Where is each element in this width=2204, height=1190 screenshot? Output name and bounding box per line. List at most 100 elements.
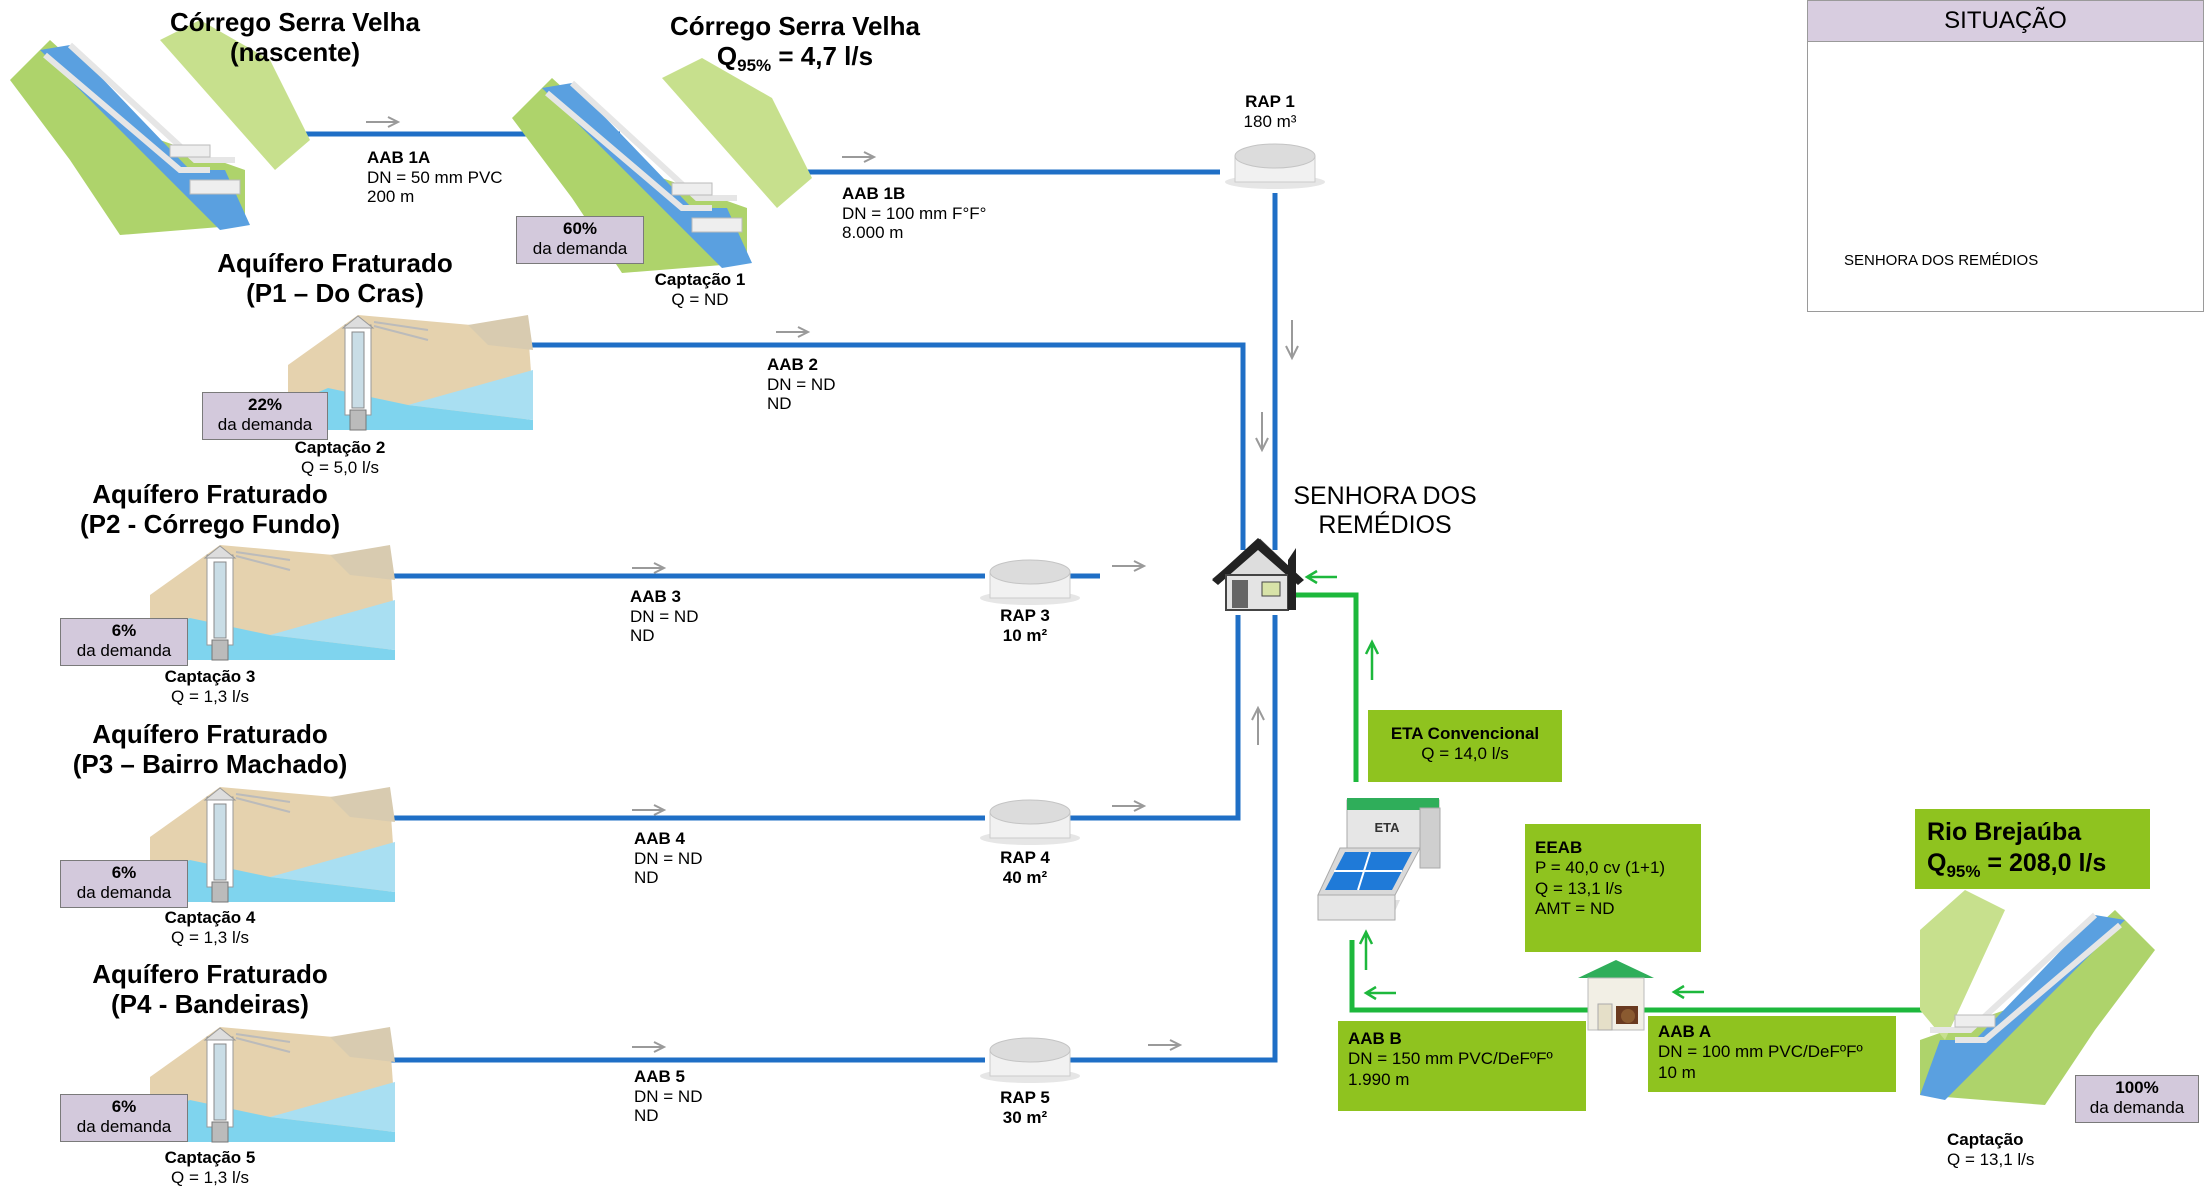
title-line: Aquífero Fraturado (92, 479, 328, 509)
demand-pct: 6% (111, 863, 137, 882)
aab-dn: DN = 100 mm F°F° (842, 203, 987, 223)
eeab-box: EEAB P = 40,0 cv (1+1) Q = 13,1 l/s AMT … (1525, 824, 1701, 952)
brejauba-box: Rio Brejaúba Q95% = 208,0 l/s (1915, 809, 2150, 889)
aab4-label: AAB 4 DN = ND ND (634, 829, 702, 888)
aab-name: AAB 3 (630, 587, 682, 606)
situacao-city-label: SENHORA DOS REMÉDIOS (1844, 252, 2039, 269)
title-line: Aquífero Fraturado (217, 248, 453, 278)
title-line: (P2 - Córrego Fundo) (80, 508, 340, 539)
captacao-4-label: Captação 4 Q = 1,3 l/s (150, 908, 270, 947)
p3-title: Aquífero Fraturado (P3 – Bairro Machado) (50, 719, 370, 780)
rap-name: RAP 3 (1000, 606, 1050, 625)
q-prefix: Q (1927, 849, 1947, 878)
situacao-title: SITUAÇÃO (1808, 1, 2203, 42)
demand-pct: 6% (111, 1097, 137, 1116)
pump-station-icon (1578, 960, 1654, 1031)
demand-label: da demanda (217, 414, 313, 434)
captacao-a-label: Captação Q = 13,1 l/s (1947, 1130, 2034, 1169)
aab-length: ND (767, 394, 792, 414)
captacao-flow: Q = 5,0 l/s (301, 457, 379, 477)
demand-pct: 22% (247, 395, 283, 414)
eta-title: ETA Convencional (1390, 724, 1540, 743)
green-flow-arrows (1305, 569, 1706, 1001)
demand-box-c3: 6% da demanda (60, 618, 188, 666)
captacao-flow: Q = 1,3 l/s (171, 1167, 249, 1187)
title-line: (P3 – Bairro Machado) (72, 748, 348, 779)
aab-name: AAB 1A (367, 148, 431, 167)
aaba-box: AAB A DN = 100 mm PVC/DeFºFº 10 m (1648, 1016, 1896, 1092)
q-prefix: Q (716, 40, 738, 71)
p1-title: Aquífero Fraturado (P1 – Do Cras) (180, 248, 490, 309)
title-line: (P4 - Bandeiras) (111, 988, 309, 1019)
q-sub: 95% (1946, 862, 1981, 882)
demand-pct: 6% (111, 621, 137, 640)
captacao-flow: Q = ND (671, 289, 729, 309)
rap-name: RAP 4 (1000, 848, 1050, 867)
title-line: Córrego Serra Velha (670, 11, 920, 41)
rap-volume: 10 m² (1002, 625, 1048, 645)
flow-q95: Q95% = 4,7 l/s (645, 40, 945, 76)
aab-length: ND (630, 626, 655, 646)
aab-dn: DN = 100 mm PVC/DeFºFº (1658, 1042, 1863, 1062)
flow-q95: Q95% = 208,0 l/s (1927, 848, 2138, 882)
stream-icon (1920, 890, 2155, 1105)
aab3-label: AAB 3 DN = ND ND (630, 587, 698, 646)
captacao-name: Captação (1947, 1130, 2024, 1149)
aab1b-label: AAB 1B DN = 100 mm F°F° 8.000 m (842, 184, 986, 243)
aab-dn: DN = ND (767, 374, 836, 394)
flow-arrows (365, 116, 1299, 1053)
rap1-label: RAP 1 180 m³ (1215, 92, 1325, 131)
aab-length: 1.990 m (1348, 1069, 1410, 1089)
situacao-panel: SITUAÇÃO SENHORA DOS REMÉDIOS (1807, 0, 2204, 312)
reservoir-icon (979, 799, 1081, 846)
aab-dn: DN = ND (634, 848, 703, 868)
city-line: REMÉDIOS (1318, 510, 1452, 539)
aab-dn: DN = ND (630, 606, 699, 626)
aab-length: 8.000 m (842, 223, 904, 243)
aab-length: 10 m (1658, 1062, 1696, 1082)
demand-box-c5: 6% da demanda (60, 1094, 188, 1142)
aab-length: 200 m (367, 187, 415, 207)
captacao-name: Captação 5 (164, 1148, 256, 1167)
eeab-amt: AMT = ND (1535, 899, 1615, 919)
rap4-out-pipe (1067, 615, 1241, 821)
captacao-1-label: Captação 1 Q = ND (640, 270, 760, 309)
demand-label: da demanda (2089, 1097, 2185, 1117)
rap-volume: 180 m³ (1243, 111, 1297, 131)
captacao-flow: Q = 13,1 l/s (1947, 1149, 2035, 1169)
demand-pct: 100% (2115, 1078, 2159, 1097)
aab2-label: AAB 2 DN = ND ND (767, 355, 835, 414)
eeab-flow: Q = 13,1 l/s (1535, 878, 1623, 898)
title-line: Rio Brejaúba (1927, 818, 2082, 846)
captacao-3-label: Captação 3 Q = 1,3 l/s (150, 667, 270, 706)
p4-title: Aquífero Fraturado (P4 - Bandeiras) (50, 959, 370, 1020)
aab-dn: DN = 50 mm PVC (367, 167, 503, 187)
eta-icon-label: ETA (1374, 820, 1400, 835)
reservoir-icon (1224, 143, 1326, 190)
eta-icon: ETA (1317, 798, 1441, 921)
aab2-pipe (425, 342, 1246, 550)
city-label: SENHORA DOS REMÉDIOS (1275, 482, 1495, 540)
aab-name: AAB 4 (634, 829, 686, 848)
eta-flow: Q = 14,0 l/s (1421, 744, 1509, 764)
aab-name: AAB 5 (634, 1067, 686, 1086)
eta-box: ETA Convencional Q = 14,0 l/s (1368, 710, 1562, 782)
title-line: Aquífero Fraturado (92, 719, 328, 749)
rap-name: RAP 1 (1245, 92, 1295, 111)
demand-box-c1: 60% da demanda (516, 216, 644, 264)
aab-dn: DN = 150 mm PVC/DeFºFº (1348, 1049, 1553, 1069)
rap-name: RAP 5 (1000, 1088, 1050, 1107)
serra-velha-title: Córrego Serra Velha Q95% = 4,7 l/s (645, 11, 945, 76)
demand-box-c4: 6% da demanda (60, 860, 188, 908)
title-line: (P1 – Do Cras) (246, 277, 424, 308)
title-line: (nascente) (229, 36, 361, 67)
aab-name: AAB 2 (767, 355, 819, 374)
captacao-name: Captação 3 (164, 667, 256, 686)
demand-label: da demanda (76, 882, 172, 902)
demand-box-ca: 100% da demanda (2075, 1075, 2199, 1123)
demand-pct: 60% (562, 219, 598, 238)
eeab-title: EEAB (1535, 838, 1583, 857)
eta-to-city-pipe (1290, 592, 1359, 782)
q-value: = 208,0 l/s (1980, 849, 2107, 878)
title-line: Aquífero Fraturado (92, 959, 328, 989)
